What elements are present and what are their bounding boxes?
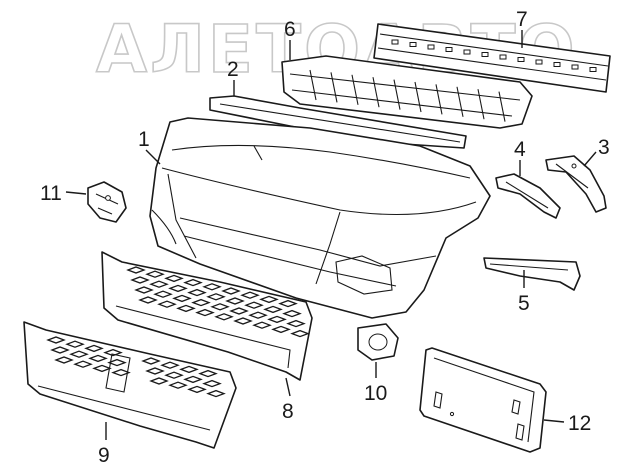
part-small-bracket bbox=[87, 181, 127, 223]
part-energy-absorber bbox=[281, 55, 533, 129]
callout-11: 11 bbox=[40, 182, 62, 205]
callout-9: 9 bbox=[98, 444, 110, 467]
callout-5: 5 bbox=[518, 292, 530, 315]
part-bumper-fascia bbox=[149, 117, 491, 319]
callout-6: 6 bbox=[284, 18, 296, 41]
callout-labels: 1 2 3 4 5 6 7 8 9 10 11 12 bbox=[40, 8, 610, 467]
callout-4: 4 bbox=[514, 138, 526, 161]
part-upper-shield bbox=[209, 95, 467, 149]
callout-3: 3 bbox=[598, 136, 610, 159]
callout-8: 8 bbox=[282, 400, 294, 423]
callout-7: 7 bbox=[516, 8, 528, 31]
part-reinforcement-beam bbox=[373, 23, 611, 93]
callout-12: 12 bbox=[568, 412, 591, 435]
part-lower-grille bbox=[23, 321, 237, 449]
callout-1: 1 bbox=[138, 128, 150, 151]
part-side-bracket-right bbox=[545, 155, 607, 213]
part-lower-bracket bbox=[483, 257, 581, 291]
callout-2: 2 bbox=[227, 58, 239, 81]
part-upper-grille bbox=[101, 251, 313, 381]
part-license-plate-bracket bbox=[419, 347, 547, 453]
part-fog-lamp-cover bbox=[357, 323, 399, 361]
callout-10: 10 bbox=[364, 382, 387, 405]
leader-lines bbox=[65, 30, 597, 440]
part-side-bracket-left bbox=[495, 173, 561, 219]
